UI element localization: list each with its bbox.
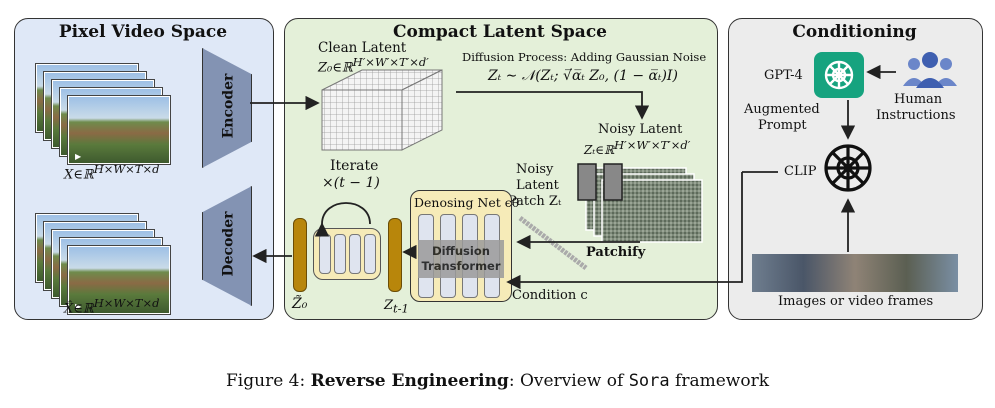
condition-arrow (506, 172, 743, 290)
zt1-label: Zt-1 (384, 298, 409, 316)
image-strip (752, 254, 958, 292)
z0-tilde-label: Z̃₀ (292, 296, 308, 312)
human-instructions-line2: Instructions (876, 108, 956, 123)
diffusion-formula: Zₜ ∼ 𝒩(Zₜ; √̅α̅ₜ Z₀, (1 − α̅ₜ)I) (488, 68, 678, 84)
video-frame (67, 245, 171, 315)
x-hat-label: X̂∈ℝH×W×T×d (64, 296, 160, 317)
patchify-label: Patchify (586, 245, 646, 260)
iterate-loop-arrow (314, 202, 371, 237)
openai-flower-clip (824, 144, 872, 192)
pixel-panel-title: Pixel Video Space (58, 22, 228, 42)
denoising-net-title: Denosing Net ϵθ (414, 195, 520, 210)
latent-patch-strip (518, 216, 588, 270)
clean-latent-cube (321, 69, 443, 151)
openai-flower-gpt4 (824, 60, 854, 90)
video-frame (67, 95, 171, 165)
noisy-latent-symbol: Zₜ∈ℝH′×W′×T′×d′ (584, 138, 691, 157)
gpt4-label: GPT-4 (764, 68, 803, 83)
latent-panel-title: Compact Latent Space (393, 22, 607, 42)
iterate-column (349, 234, 361, 274)
patch-label-2: Latent (516, 178, 559, 193)
diffusion-process-label: Diffusion Process: Adding Gaussian Noise (462, 50, 707, 64)
iterate-column (334, 234, 346, 274)
clean-latent-symbol: Z₀∈ℝH′×W′×T′×d′ (318, 55, 429, 76)
images-frames-label: Images or video frames (778, 294, 934, 309)
noisy-latent-stack (577, 163, 703, 243)
clean-latent-title: Clean Latent (318, 40, 407, 56)
human-figures (903, 52, 957, 88)
noisy-latent-title: Noisy Latent (598, 122, 683, 137)
iterate-column (364, 234, 376, 274)
figure-caption: Figure 4: Reverse Engineering: Overview … (226, 371, 769, 391)
augmented-prompt-line2: Prompt (758, 118, 807, 133)
condition-label: Condition c (512, 288, 588, 303)
conditioning-panel-title: Conditioning (792, 22, 917, 42)
diffusion-arrow (456, 91, 650, 120)
z0-latent-bar (293, 218, 307, 292)
clip-label: CLIP (784, 164, 817, 179)
iterate-label: Iterate (330, 158, 379, 174)
iterate-times: ×(t − 1) (322, 175, 380, 191)
x-label: X∈ℝH×W×T×d (64, 162, 160, 183)
patch-label-1: Noisy (516, 162, 554, 177)
augmented-prompt-line1: Augmented (744, 102, 820, 117)
human-instructions-line1: Human (894, 92, 943, 107)
patch-label-3: Patch Zₜ (508, 194, 562, 209)
zt1-latent-bar (388, 218, 402, 292)
